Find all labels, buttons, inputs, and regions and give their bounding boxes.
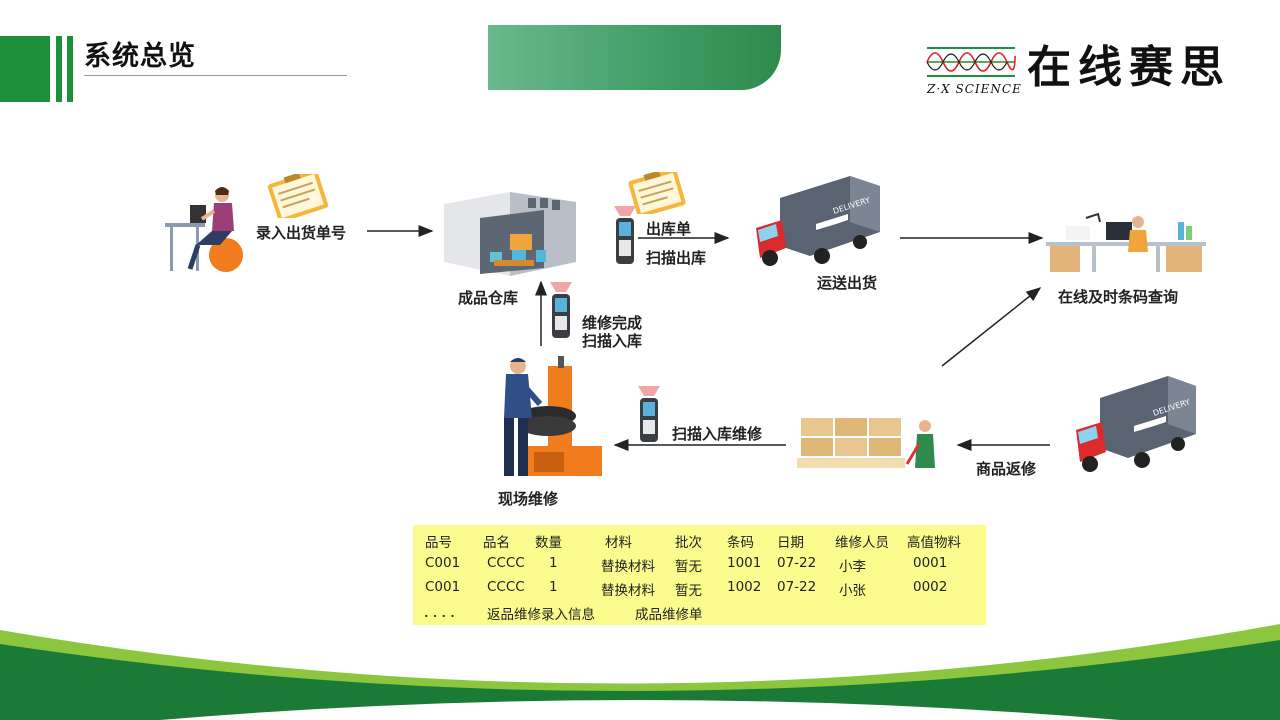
label-warehouse: 成品仓库	[458, 289, 519, 307]
table-header: 品号	[425, 535, 452, 551]
clipboard-icon	[267, 174, 329, 218]
label-online-query: 在线及时条码查询	[1058, 288, 1179, 306]
delivery-truck-icon: DELIVERY	[756, 176, 880, 266]
table-cell: 替换材料	[601, 583, 655, 599]
table-cell: 0001	[913, 555, 948, 571]
header-green-tab	[488, 25, 781, 90]
table-header: 维修人员	[835, 535, 889, 551]
table-header: 条码	[727, 535, 754, 551]
pallet-boxes-icon	[797, 418, 935, 468]
logo-english-text: Z·X SCIENCE	[927, 82, 1022, 96]
warehouse-icon	[444, 192, 576, 276]
arrow-return-to-query	[941, 287, 1042, 367]
label-repair-scan-in: 扫描入库	[582, 332, 643, 350]
table-cell: 小李	[839, 559, 866, 575]
table-cell: C001	[425, 555, 461, 571]
table-cell: CCCC	[487, 579, 525, 595]
office-query-scene-icon	[1046, 212, 1206, 272]
table-cell: 小张	[839, 583, 866, 599]
table-header: 数量	[535, 535, 562, 551]
repair-record-table: 品号 品名 数量 材料 批次 条码 日期 维修人员 高值物料 C001 CCCC…	[413, 525, 986, 625]
label-onsite-repair: 现场维修	[498, 490, 559, 508]
title-underline	[84, 75, 347, 76]
table-cell: 1001	[727, 555, 762, 571]
label-product-return: 商品返修	[976, 460, 1037, 478]
page-title: 系统总览	[84, 41, 196, 72]
table-header: 批次	[675, 535, 702, 551]
repair-mechanic-icon	[504, 356, 602, 476]
table-cell: 07-22	[777, 555, 817, 571]
header-accent-bar	[67, 36, 73, 102]
logo-wave-icon	[926, 47, 1016, 77]
table-footer-item: 返品维修录入信息	[487, 607, 595, 623]
table-cell: 1	[549, 555, 558, 571]
label-enter-order: 录入出货单号	[256, 224, 347, 242]
table-footer-item: 成品维修单	[635, 607, 703, 623]
barcode-scanner-icon	[638, 386, 660, 442]
table-footer-ellipsis: ．．．．	[423, 605, 465, 621]
return-truck-icon: DELIVERY	[1076, 376, 1196, 472]
table-cell: 替换材料	[601, 559, 655, 575]
table-cell: C001	[425, 579, 461, 595]
label-repair-done: 维修完成	[582, 314, 643, 332]
table-cell: 07-22	[777, 579, 817, 595]
table-cell: CCCC	[487, 555, 525, 571]
company-logo: Z·X SCIENCE 在线赛思	[925, 42, 1270, 100]
label-shipping: 运送出货	[817, 274, 878, 292]
label-scan-outbound: 扫描出库	[646, 249, 707, 267]
table-header: 材料	[605, 535, 632, 551]
label-scan-in-repair: 扫描入库维修	[672, 425, 763, 443]
table-header: 品名	[483, 535, 510, 551]
table-cell: 1	[549, 579, 558, 595]
table-header: 日期	[777, 535, 804, 551]
logo-chinese-text: 在线赛思	[1027, 42, 1231, 93]
barcode-scanner-icon	[614, 206, 636, 264]
office-worker-icon	[165, 187, 243, 272]
footer-wave-decoration	[0, 624, 1280, 720]
barcode-scanner-icon	[550, 282, 572, 338]
outbound-clipboard-icon	[628, 172, 686, 214]
label-outbound-doc: 出库单	[646, 220, 692, 238]
table-cell: 1002	[727, 579, 762, 595]
table-cell: 0002	[913, 579, 948, 595]
table-cell: 暂无	[675, 559, 702, 575]
header-accent-block	[0, 36, 50, 102]
header-accent-bar	[56, 36, 62, 102]
table-cell: 暂无	[675, 583, 702, 599]
table-header: 高值物料	[907, 535, 961, 551]
